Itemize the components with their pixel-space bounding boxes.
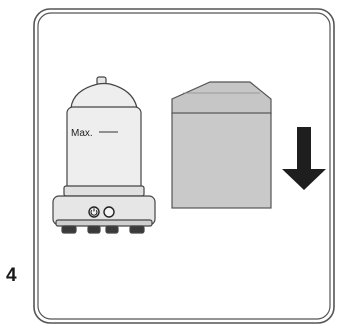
diffuser-cover [171, 81, 272, 209]
tank-dome [70, 82, 138, 109]
cover-top [171, 81, 272, 115]
tank-collar [63, 185, 145, 197]
foot-mid-right [105, 225, 119, 234]
water-tank [66, 106, 142, 192]
down-arrow-icon [282, 127, 326, 190]
foot-mid-left [87, 225, 101, 234]
diffuser-device [52, 76, 156, 234]
cover-body [171, 112, 272, 209]
outer-frame [33, 8, 335, 324]
inner-frame [37, 12, 331, 320]
foot-left [61, 225, 77, 234]
step-number: 4 [6, 265, 17, 286]
power-icon [88, 206, 100, 218]
max-fill-label: Max. [71, 128, 93, 139]
base-rim [55, 219, 153, 227]
foot-right [129, 225, 145, 234]
light-icon [103, 206, 115, 218]
